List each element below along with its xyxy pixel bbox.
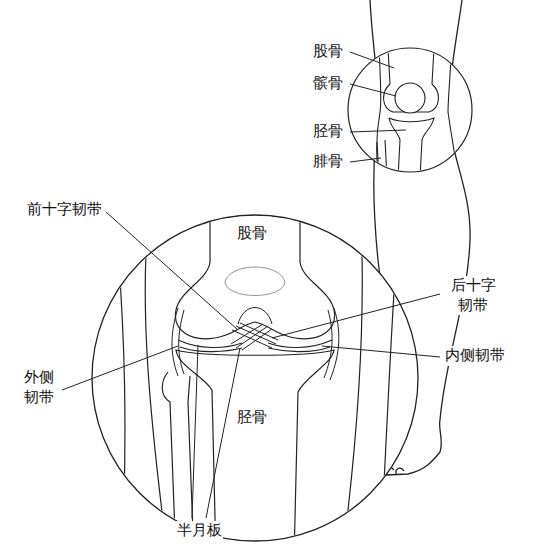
small-leader-lines (350, 52, 406, 162)
part-label: 胫骨 (312, 122, 344, 142)
part-label: 股骨 (312, 42, 344, 62)
part-label: 半月板 (176, 521, 223, 541)
part-label: 内侧韧带 (444, 346, 506, 366)
big-knee-view (92, 200, 418, 548)
small-knee-view (348, 40, 472, 180)
part-label: 髌骨 (312, 74, 344, 94)
part-label: 前十字韧带 (26, 200, 103, 220)
part-label: 胫骨 (236, 408, 268, 428)
part-label: 腓骨 (312, 152, 344, 172)
big-leader-lines (62, 212, 440, 518)
part-label: 外侧 韧带 (18, 368, 60, 407)
part-label: 股骨 (236, 224, 268, 244)
part-label: 后十字 韧带 (444, 276, 502, 315)
